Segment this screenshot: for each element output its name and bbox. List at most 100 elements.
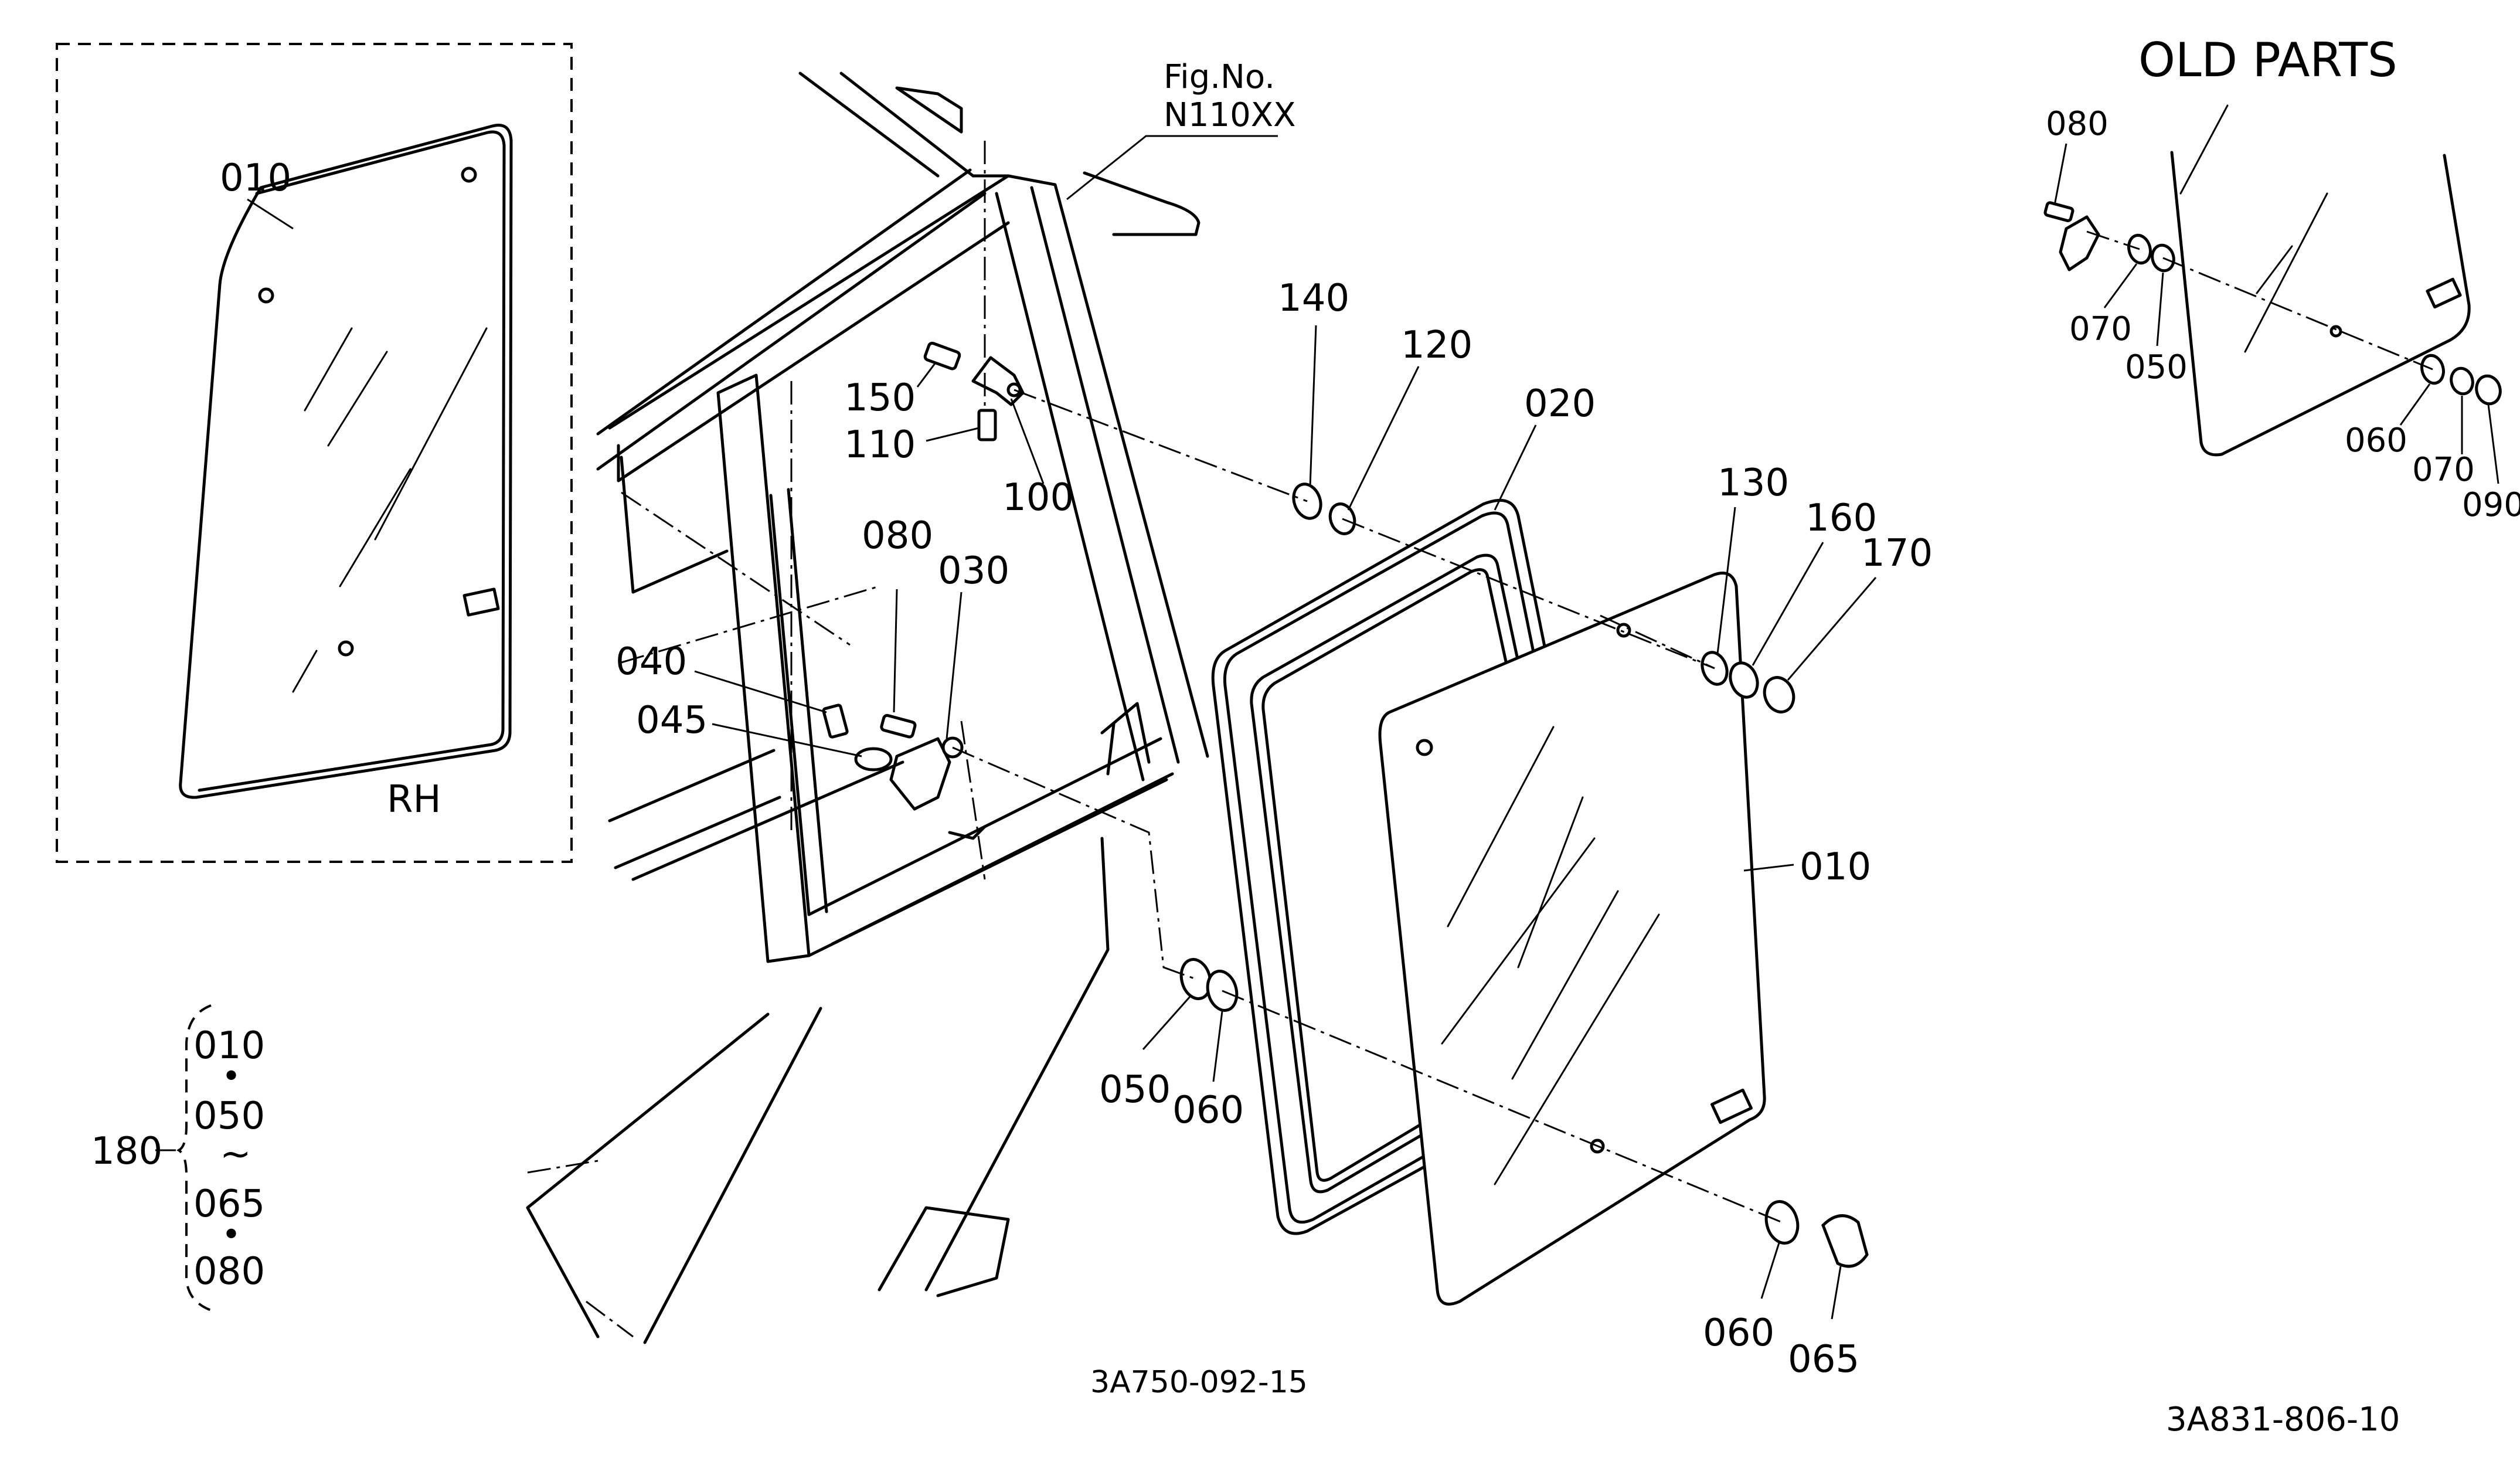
frame-corner-block	[1100, 702, 1151, 776]
callout-labels: 140 120 020 150 110 100 080 030 040 045 …	[615, 58, 1933, 1381]
rh-hole-1	[258, 287, 274, 304]
drawing-code: 3A750-092-15	[1090, 1365, 1308, 1400]
rh-hole-3	[338, 640, 354, 657]
glass-hole-3	[1590, 1139, 1605, 1154]
rh-leader-010	[247, 198, 294, 230]
page-code: 3A831-806-10	[2166, 1401, 2400, 1439]
leader-040	[694, 670, 827, 713]
glass-reflections	[1441, 726, 1660, 1185]
leader-065	[1831, 1266, 1842, 1320]
kit-item-3: 065	[193, 1182, 265, 1226]
old-callout-070a: 070	[2069, 310, 2132, 348]
callout-050: 050	[1099, 1068, 1171, 1112]
frame-upper-beam	[596, 168, 1010, 471]
bolt-080	[880, 713, 917, 739]
old-nut-090	[2475, 374, 2502, 406]
leader-060b	[1760, 1242, 1780, 1299]
kit-180: 180 010 • 050 ~ 065 • 080	[91, 1004, 265, 1311]
rh-glass-reflection	[292, 327, 488, 693]
kit-sep-3: •	[222, 1216, 241, 1254]
frame-top-rail	[798, 72, 975, 178]
leader-170	[1787, 577, 1877, 681]
glass-010-panel	[1378, 572, 1766, 1306]
old-bolt-080	[2043, 201, 2075, 222]
old-washer-070b	[2450, 366, 2474, 396]
leader-030	[946, 592, 963, 739]
callout-060b: 060	[1703, 1311, 1774, 1355]
leader-100	[1010, 398, 1045, 484]
callout-010: 010	[1800, 845, 1871, 889]
callout-080: 080	[862, 514, 933, 558]
rh-label-010: 010	[220, 157, 291, 200]
frame-floor-rail	[608, 749, 904, 881]
leader-050	[1142, 996, 1191, 1050]
callout-060a: 060	[1172, 1089, 1244, 1132]
glass-mark	[1710, 1088, 1753, 1124]
leader-160	[1752, 542, 1824, 666]
callout-030: 030	[938, 549, 1009, 593]
frame-pillar-bracket	[1083, 171, 1201, 236]
callout-130: 130	[1718, 461, 1789, 505]
rh-glass-inner-edge	[198, 130, 506, 792]
kit-item-2: 050	[193, 1095, 265, 1138]
frame-centerlines	[527, 141, 986, 1338]
glass-hole-2	[1616, 623, 1631, 638]
kit-number: 180	[91, 1130, 162, 1173]
bolt-150	[923, 341, 961, 371]
leader-130	[1716, 507, 1736, 654]
old-callout-090: 090	[2462, 486, 2520, 524]
frame-left-post	[716, 373, 811, 963]
inset-dashed-frame	[56, 43, 573, 863]
nut-170	[1763, 676, 1795, 713]
kit-item-1: 010	[193, 1024, 265, 1068]
callout-110: 110	[844, 423, 916, 467]
old-glass-mark	[2426, 277, 2462, 309]
leader-080	[893, 589, 898, 713]
callout-160: 160	[1805, 497, 1877, 540]
bolt-040	[822, 704, 849, 739]
old-leader-070a	[2103, 263, 2138, 308]
leader-020	[1494, 424, 1537, 511]
kit-item-4: 080	[193, 1250, 265, 1293]
frame-lower-beam	[807, 737, 1174, 957]
frame-side-panel	[620, 456, 729, 594]
callout-100: 100	[1002, 476, 1074, 519]
old-glass-panel	[2170, 151, 2471, 457]
leader-fig-no	[1066, 135, 1278, 201]
old-glass-reflections	[2179, 104, 2328, 353]
old-glass-hole	[2329, 325, 2342, 338]
kit-sep-1: •	[222, 1058, 241, 1096]
fig-no-value: N110XX	[1164, 96, 1296, 134]
frame-upper-beam-face	[617, 221, 1010, 482]
old-parts-section: OLD PARTS 080 070 050 060 070 090	[2043, 33, 2520, 524]
old-callout-080: 080	[2046, 105, 2108, 143]
callout-040: 040	[615, 640, 687, 684]
kit-sep-2: ~	[220, 1133, 251, 1176]
callout-120: 120	[1401, 324, 1472, 367]
leader-120	[1347, 366, 1420, 511]
leader-110	[926, 427, 980, 442]
callout-leaders	[694, 135, 1877, 1320]
old-leader-050	[2156, 272, 2164, 346]
kit-bracket	[176, 1004, 212, 1311]
callout-150: 150	[844, 376, 916, 420]
leader-140	[1309, 325, 1317, 487]
glass-010	[1378, 572, 1766, 1306]
frame-right-pillar	[971, 174, 1209, 781]
callout-065: 065	[1788, 1338, 1859, 1381]
callout-020: 020	[1524, 382, 1596, 426]
old-callout-060: 060	[2345, 422, 2407, 460]
old-parts-title: OLD PARTS	[2138, 33, 2397, 87]
washer-050	[1179, 958, 1212, 1000]
lower-hinge	[822, 704, 987, 840]
old-axis-line	[2086, 230, 2433, 371]
callout-170: 170	[1861, 532, 1933, 575]
hinge-030	[889, 737, 951, 811]
washer-160	[1729, 661, 1759, 699]
washer-045	[854, 747, 893, 772]
rh-side-label: RH	[387, 778, 441, 821]
glass-hole-1	[1416, 739, 1433, 756]
leader-010	[1743, 864, 1794, 872]
cap-065	[1821, 1214, 1869, 1268]
